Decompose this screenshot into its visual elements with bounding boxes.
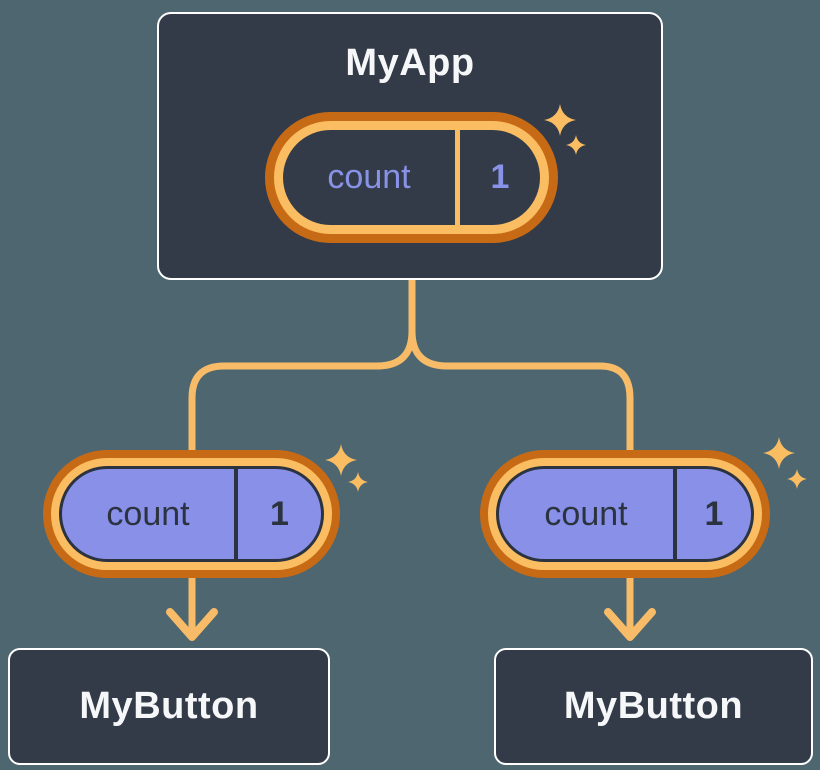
- branch-line-left: [188, 280, 416, 454]
- pill-key-label: count: [327, 158, 411, 196]
- sparkle-icon: [763, 437, 795, 469]
- node-title: MyButton: [79, 685, 259, 727]
- node-title: MyButton: [563, 685, 744, 727]
- state-pill: count 1: [265, 112, 558, 243]
- sparkle-icon: [325, 444, 357, 476]
- sparkle-icon: [544, 104, 576, 136]
- pill-divider: [455, 130, 460, 225]
- sparkle-icon: [566, 135, 586, 155]
- child-component-node: MyButton: [8, 648, 330, 765]
- pill-key-label: count: [544, 494, 628, 533]
- arrow-down-icon: [166, 608, 218, 641]
- arrow-down-icon: [604, 608, 656, 641]
- pill-divider: [234, 469, 238, 559]
- pill-value: 1: [704, 494, 724, 533]
- pill-divider: [673, 469, 677, 559]
- pill-value: 1: [270, 494, 289, 533]
- sparkle-icon: [787, 469, 807, 489]
- sparkle-icon: [348, 472, 368, 492]
- child-component-node: MyButton: [494, 648, 813, 765]
- pill-key-label: count: [106, 494, 190, 533]
- pill-value: 1: [490, 158, 510, 196]
- prop-pill: count 1: [43, 450, 340, 578]
- branch-line-right: [408, 280, 634, 454]
- prop-pill: count 1: [480, 450, 770, 578]
- node-title: MyApp: [345, 42, 475, 84]
